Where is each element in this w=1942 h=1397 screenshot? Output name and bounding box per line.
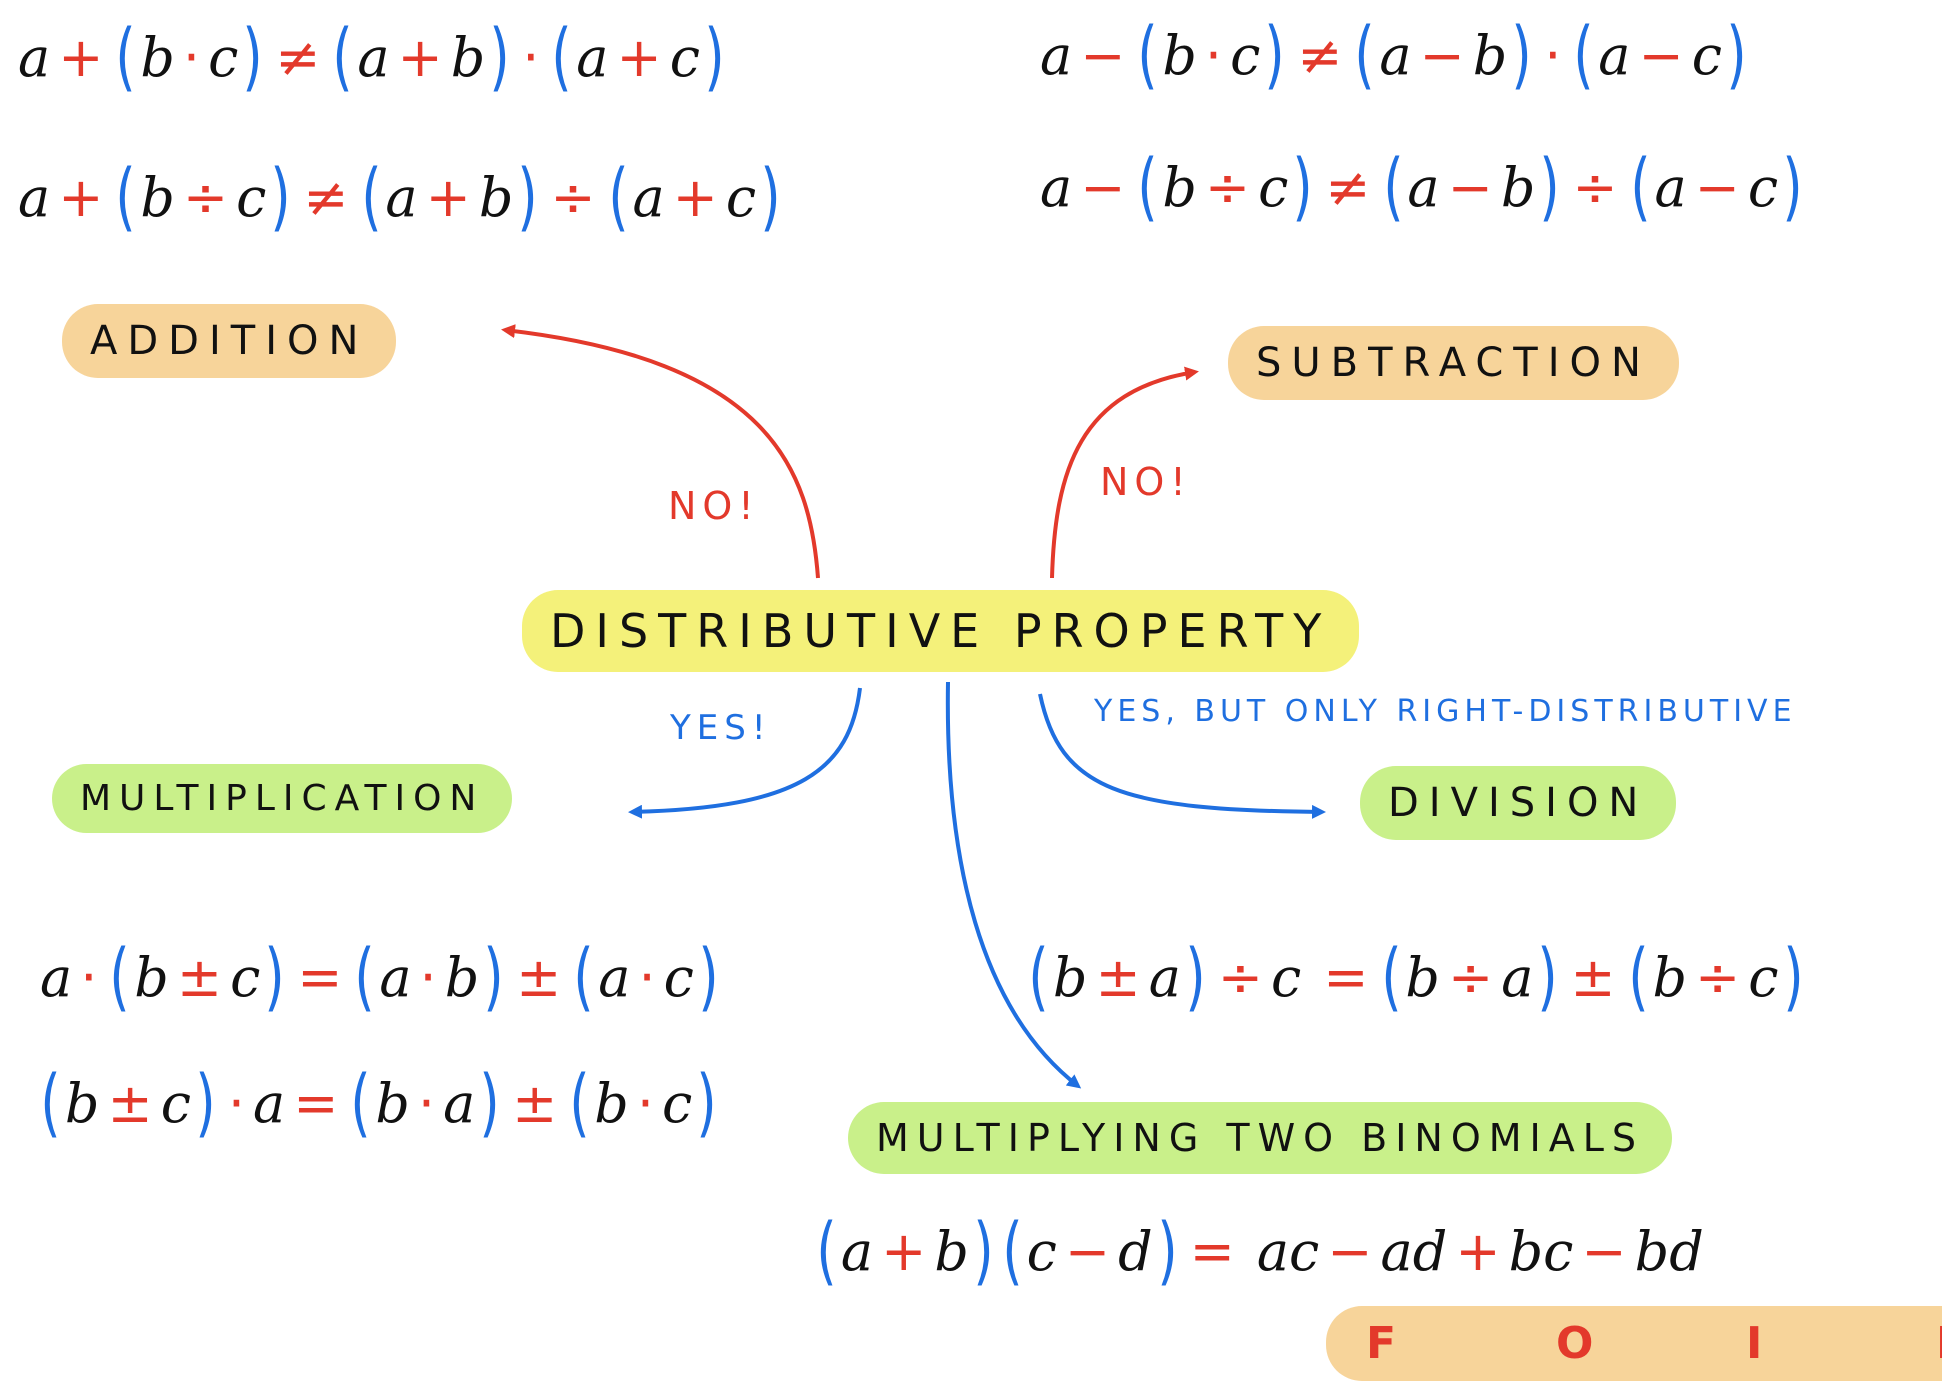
- arrow-to-binomials: [945, 681, 1082, 1089]
- arrow-to-multiplication: [628, 687, 862, 819]
- subtraction-equation-1: a−(b·c)≠(a−b)·(a−c): [1040, 12, 1747, 98]
- multiplication-equation-1: a·(b±c)=(a·b)±(a·c): [40, 934, 719, 1020]
- binomials-equation: (a+b)(c−d)=ac−ad+bc−bd: [816, 1208, 1704, 1294]
- foil-f: F: [1366, 1318, 1397, 1369]
- addition-verdict: NO!: [668, 484, 760, 528]
- multiplication-label: MULTIPLICATION: [52, 764, 513, 833]
- addition-equation-2: a+(b÷c)≠(a+b)÷(a+c): [18, 154, 781, 240]
- arrow-to-subtraction: [1050, 366, 1199, 579]
- subtraction-verdict: NO!: [1100, 460, 1192, 504]
- multiplication-equation-2: (b±c)·a=(b·a)±(b·c): [40, 1060, 717, 1146]
- arrow-to-addition: [501, 324, 820, 579]
- foil-i: I: [1746, 1318, 1763, 1369]
- addition-equation-1: a+(b·c)≠(a+b)·(a+c): [18, 14, 725, 100]
- center-label: DISTRIBUTIVE PROPERTY: [522, 590, 1360, 672]
- binomials-label: MULTIPLYING TWO BINOMIALS: [848, 1102, 1673, 1174]
- division-note: YES, BUT ONLY RIGHT-DISTRIBUTIVE: [1094, 694, 1797, 729]
- addition-label: ADDITION: [62, 304, 397, 378]
- division-equation: (b±a)÷c=(b÷a)±(b÷c): [1028, 934, 1804, 1020]
- division-label: DIVISION: [1360, 766, 1677, 840]
- multiplication-verdict: YES!: [670, 708, 772, 748]
- foil-label: FOIL: [1326, 1306, 1942, 1381]
- arrow-to-division: [1038, 693, 1326, 819]
- foil-o: O: [1556, 1318, 1594, 1369]
- subtraction-label: SUBTRACTION: [1228, 326, 1679, 400]
- foil-l: L: [1936, 1318, 1942, 1369]
- subtraction-equation-2: a−(b÷c)≠(a−b)÷(a−c): [1040, 144, 1803, 230]
